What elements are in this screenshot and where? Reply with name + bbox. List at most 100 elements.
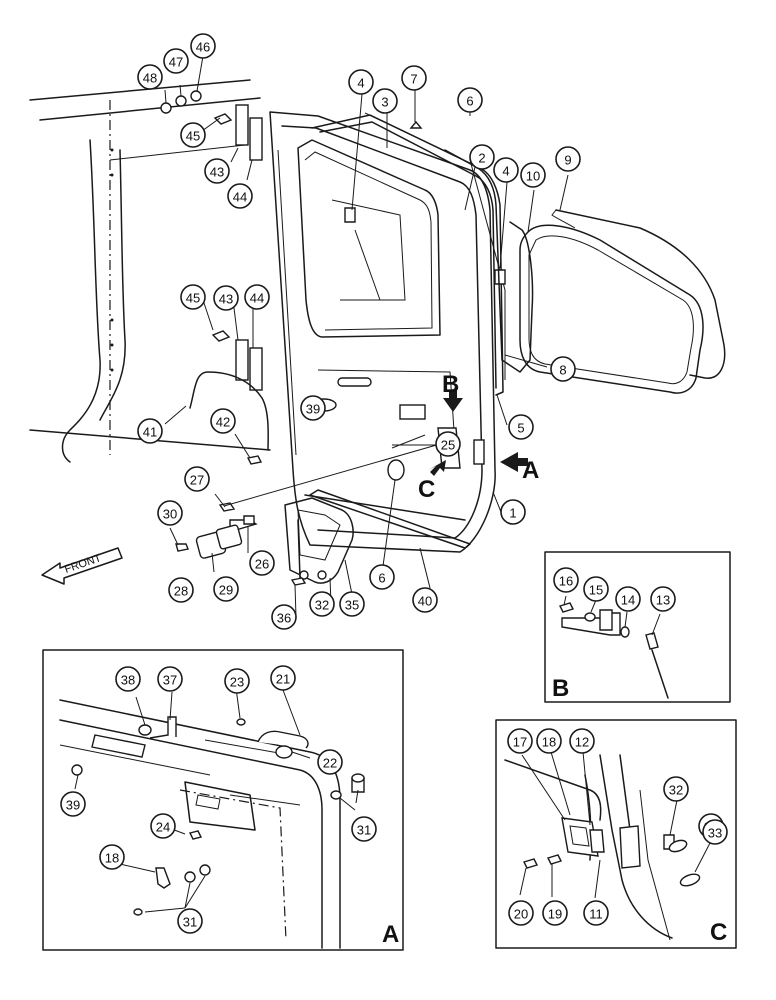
leader-lines-main	[164, 55, 569, 618]
callout-21: 21	[270, 665, 296, 691]
svg-text:17: 17	[513, 735, 527, 750]
svg-text:24: 24	[156, 820, 170, 835]
svg-text:39: 39	[66, 798, 80, 813]
callout-29: 29	[213, 576, 239, 602]
svg-text:41: 41	[143, 425, 157, 440]
callout-46: 46	[190, 33, 216, 59]
inner-handle-assembly	[175, 443, 441, 559]
svg-text:38: 38	[121, 673, 135, 688]
callout-12: 12	[569, 728, 595, 754]
callout-5: 5	[508, 414, 534, 440]
svg-text:33: 33	[708, 826, 722, 841]
callout-6: 6	[369, 564, 395, 590]
svg-text:15: 15	[589, 583, 603, 598]
upper-hinge	[160, 90, 263, 161]
svg-text:8: 8	[559, 363, 566, 378]
callout-1: 1	[500, 499, 526, 525]
callout-18: 18	[536, 728, 562, 754]
callout-48: 48	[137, 64, 163, 90]
svg-text:31: 31	[183, 915, 197, 930]
svg-text:44: 44	[250, 291, 264, 306]
detail-b-panel: B	[544, 551, 731, 703]
callout-43: 43	[213, 285, 239, 311]
svg-text:21: 21	[276, 672, 290, 687]
svg-text:18: 18	[105, 851, 119, 866]
svg-text:16: 16	[559, 574, 573, 589]
cab-body-outline	[29, 79, 271, 463]
callout-2: 2	[469, 144, 495, 170]
svg-text:28: 28	[174, 584, 188, 599]
lower-hinge	[211, 330, 263, 391]
callout-13: 13	[650, 586, 676, 612]
svg-text:9: 9	[564, 153, 571, 168]
detail-c-label: C	[710, 919, 727, 946]
svg-text:45: 45	[186, 129, 200, 144]
view-c-arrow-label: C	[418, 476, 435, 503]
callout-10: 10	[520, 162, 546, 188]
front-label: FRONT	[63, 552, 103, 576]
view-a-arrow-label: A	[522, 457, 539, 484]
callout-37: 37	[157, 666, 183, 692]
callout-11: 11	[583, 900, 609, 926]
svg-text:13: 13	[656, 593, 670, 608]
callout-6: 6	[457, 87, 483, 113]
callout-26: 26	[249, 550, 275, 576]
svg-text:12: 12	[575, 735, 589, 750]
svg-text:2: 2	[478, 151, 485, 166]
svg-text:6: 6	[378, 571, 385, 586]
callout-22: 22	[317, 749, 343, 775]
svg-text:32: 32	[315, 598, 329, 613]
svg-text:31: 31	[357, 823, 371, 838]
callout-39: 39	[60, 791, 86, 817]
svg-text:48: 48	[143, 71, 157, 86]
svg-text:5: 5	[517, 421, 524, 436]
callout-43: 43	[204, 158, 230, 184]
callout-7: 7	[401, 65, 427, 91]
svg-text:18: 18	[542, 735, 556, 750]
callout-8: 8	[550, 356, 576, 382]
svg-text:37: 37	[163, 673, 177, 688]
detail-a-label: A	[382, 921, 399, 948]
callout-19: 19	[542, 900, 568, 926]
svg-text:32: 32	[669, 783, 683, 798]
svg-text:14: 14	[621, 593, 635, 608]
view-c-arrow	[428, 460, 446, 476]
callout-17: 17	[507, 728, 533, 754]
window-seal	[444, 149, 534, 373]
callout-20: 20	[508, 900, 534, 926]
svg-text:43: 43	[210, 165, 224, 180]
callout-14: 14	[615, 586, 641, 612]
callout-3: 3	[372, 88, 398, 114]
callout-35: 35	[339, 591, 365, 617]
svg-text:4: 4	[502, 164, 509, 179]
callout-39: 39	[300, 395, 326, 421]
svg-text:39: 39	[306, 402, 320, 417]
svg-text:40: 40	[418, 594, 432, 609]
svg-text:23: 23	[230, 675, 244, 690]
callout-44: 44	[227, 183, 253, 209]
svg-text:35: 35	[345, 598, 359, 613]
view-a-arrow	[500, 452, 528, 472]
callout-25: 25	[435, 431, 461, 457]
svg-text:22: 22	[323, 756, 337, 771]
svg-text:27: 27	[190, 473, 204, 488]
svg-text:11: 11	[589, 907, 603, 922]
detail-a-panel: A	[42, 649, 404, 951]
svg-text:43: 43	[219, 292, 233, 307]
callout-32: 32	[309, 591, 335, 617]
svg-text:19: 19	[548, 907, 562, 922]
callout-31: 31	[351, 816, 377, 842]
screw-42	[246, 455, 263, 465]
svg-text:30: 30	[163, 507, 177, 522]
svg-text:7: 7	[410, 72, 417, 87]
view-b-arrow-label: B	[442, 371, 459, 398]
svg-text:4: 4	[357, 76, 364, 91]
callout-45: 45	[180, 122, 206, 148]
svg-text:20: 20	[514, 907, 528, 922]
svg-text:42: 42	[216, 415, 230, 430]
callout-31: 31	[177, 908, 203, 934]
front-direction-arrow: FRONT	[41, 547, 123, 585]
svg-text:36: 36	[277, 611, 291, 626]
